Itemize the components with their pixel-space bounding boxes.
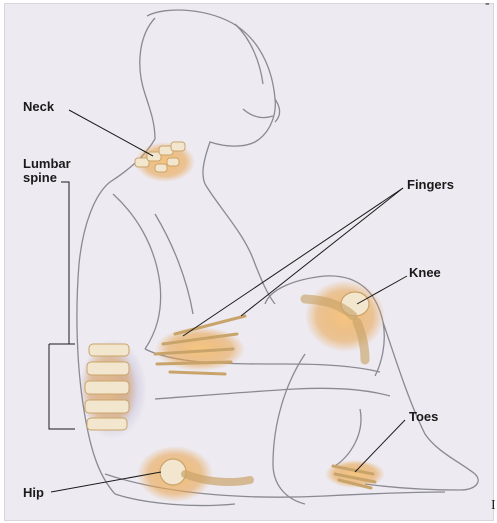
lumbar-bracket — [49, 182, 75, 429]
label-lumbar-line2: spine — [23, 171, 57, 185]
neck-leader — [69, 110, 153, 156]
label-knee: Knee — [409, 266, 441, 280]
illustration-frame: Neck Lumbar spine Fingers Knee Toes Hip — [4, 3, 494, 521]
seated-figure-illustration — [5, 4, 493, 520]
label-fingers: Fingers — [407, 178, 454, 192]
lumbar-vertebrae — [79, 339, 147, 439]
knee-joint — [305, 280, 385, 360]
toes-leader — [355, 420, 405, 472]
label-lumbar-line1: Lumbar — [23, 157, 71, 171]
label-toes: Toes — [409, 410, 438, 424]
top-right-mark: - — [485, 0, 490, 12]
foot-bones — [325, 460, 385, 488]
neck-vertebrae — [135, 142, 195, 182]
bottom-right-mark: I — [491, 498, 496, 514]
body-outline — [77, 10, 478, 506]
label-neck: Neck — [23, 100, 54, 114]
label-hip: Hip — [23, 486, 44, 500]
hip-joint — [137, 446, 250, 502]
